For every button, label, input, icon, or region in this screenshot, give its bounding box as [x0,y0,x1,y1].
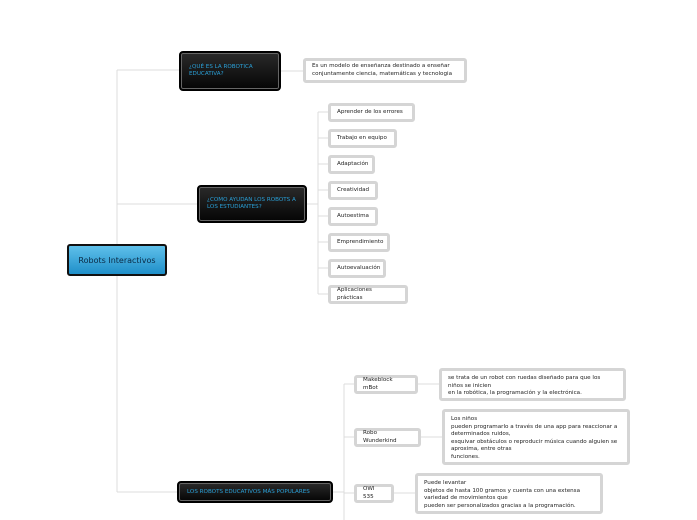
branch-popular-robots[interactable]: LOS ROBOTS EDUCATIVOS MÁS POPULARES [177,481,333,503]
leaf-label: Adaptación [337,160,369,167]
leaf-label: Emprendimiento [337,238,384,245]
robot-description[interactable]: Puede levantar objetos de hasta 100 gram… [415,473,603,514]
leaf-label: Los niños pueden programarlo a través de… [451,416,618,460]
leaf-label: Puede levantar objetos de hasta 100 gram… [424,480,581,509]
leaf-label: Autoevaluación [337,264,381,271]
leaf-label: Trabajo en equipo [337,134,387,141]
robot-name[interactable]: Makeblock mBot [354,375,418,394]
leaf-benefit[interactable]: Creatividad [328,181,378,200]
leaf-label: Robo Wunderkind [363,430,397,444]
leaf-label: Aprender de los errores [337,108,403,115]
leaf-label: Es un modelo de enseñanza destinado a en… [312,63,452,77]
branch-how-robots-help[interactable]: ¿COMO AYUDAN LOS ROBOTS A LOS ESTUDIANTE… [197,185,307,223]
leaf-label: Creatividad [337,186,370,193]
leaf-label: se trata de un robot con ruedas diseñado… [448,375,601,396]
leaf-benefit[interactable]: Aplicaciones prácticas [328,285,408,304]
leaf-benefit[interactable]: Autoevaluación [328,259,386,278]
root-label: Robots Interactivos [78,255,156,265]
leaf-benefit[interactable]: Trabajo en equipo [328,129,397,148]
robot-description[interactable]: se trata de un robot con ruedas diseñado… [439,368,626,401]
leaf-benefit[interactable]: Autoestima [328,207,378,226]
root-node[interactable]: Robots Interactivos [67,244,167,276]
branch-label: LOS ROBOTS EDUCATIVOS MÁS POPULARES [187,488,310,495]
leaf-benefit[interactable]: Aprender de los errores [328,103,415,122]
branch-label: ¿QUÉ ES LA ROBOTICA EDUCATIVA? [189,64,253,77]
robot-name[interactable]: Robo Wunderkind [354,428,421,447]
robot-description[interactable]: Los niños pueden programarlo a través de… [442,409,630,465]
branch-label: ¿COMO AYUDAN LOS ROBOTS A LOS ESTUDIANTE… [207,197,296,210]
leaf-benefit[interactable]: Emprendimiento [328,233,390,252]
branch-what-is-robotics[interactable]: ¿QUÉ ES LA ROBOTICA EDUCATIVA? [179,51,281,91]
leaf-definition[interactable]: Es un modelo de enseñanza destinado a en… [303,58,467,83]
leaf-label: OWI 535 [363,486,375,500]
leaf-label: Aplicaciones prácticas [337,287,372,301]
leaf-label: Autoestima [337,212,369,219]
leaf-label: Makeblock mBot [363,377,393,391]
leaf-benefit[interactable]: Adaptación [328,155,375,174]
robot-name[interactable]: OWI 535 [354,484,394,503]
